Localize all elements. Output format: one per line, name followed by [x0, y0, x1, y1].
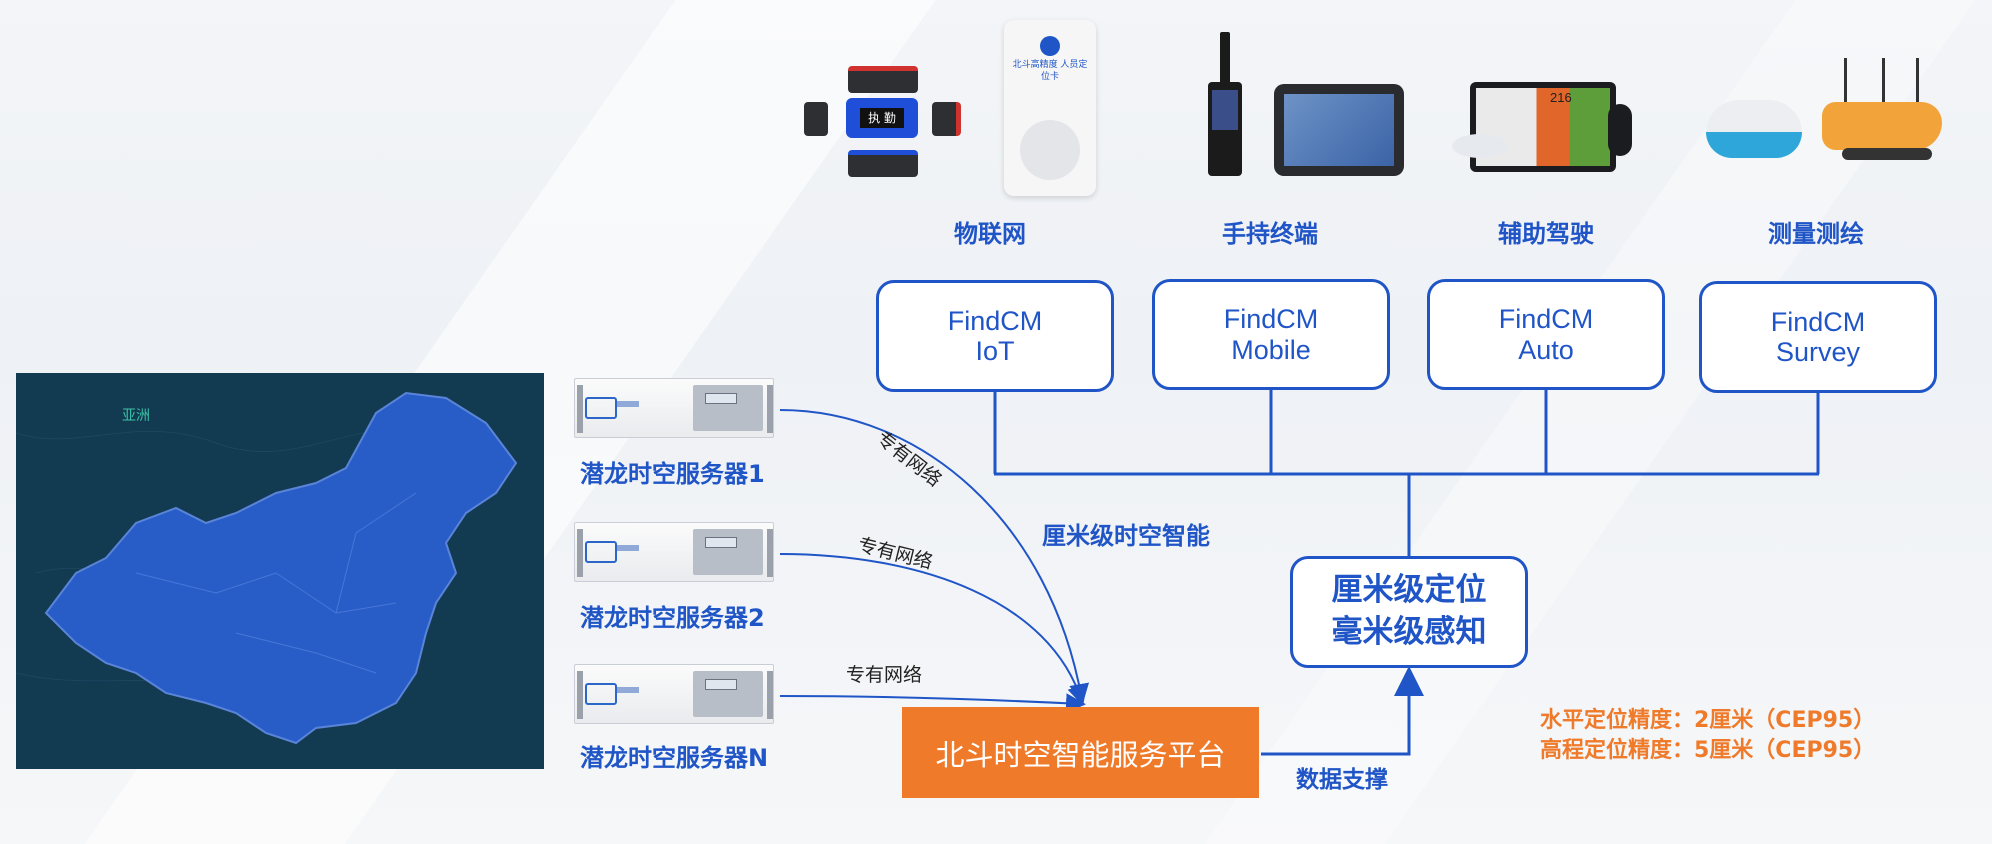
- map-region-label: 亚洲: [122, 408, 150, 424]
- category-auto: 辅助驾驶: [1498, 220, 1594, 248]
- vertical-accuracy: 高程定位精度：5厘米（CEP95）: [1540, 738, 1876, 763]
- server-2-label: 潜龙时空服务器2: [580, 604, 765, 632]
- iot-badge-devices: 执 勤: [804, 64, 961, 177]
- card-title: 北斗高精度 人员定位卡: [1012, 60, 1088, 82]
- center-line1: 厘米级定位: [1331, 572, 1487, 609]
- findcm-survey-box: FindCM Survey: [1699, 281, 1937, 393]
- findcm-auto-box: FindCM Auto: [1427, 279, 1665, 390]
- auto-steering-display: 216: [1470, 82, 1616, 172]
- findcm-mobile-box: FindCM Mobile: [1152, 279, 1390, 390]
- personnel-locator-card: 北斗高精度 人员定位卡: [1004, 20, 1096, 196]
- findcm-iot-box: FindCM IoT: [876, 280, 1114, 392]
- findcm-survey-line1: FindCM: [1770, 306, 1866, 337]
- server-1-image: [574, 378, 774, 438]
- horizontal-accuracy: 水平定位精度：2厘米（CEP95）: [1540, 708, 1876, 733]
- display-value: 216: [1550, 90, 1572, 105]
- server-n-label: 潜龙时空服务器N: [580, 744, 769, 772]
- findcm-mobile-line1: FindCM: [1223, 304, 1319, 335]
- category-survey: 测量测绘: [1768, 220, 1864, 248]
- findcm-auto-line2: Auto: [1518, 334, 1574, 365]
- findcm-iot-line1: FindCM: [947, 305, 1043, 336]
- center-positioning-box: 厘米级定位 毫米级感知: [1290, 556, 1528, 668]
- auto-steering-antenna: [1452, 128, 1508, 168]
- center-line2: 毫米级感知: [1331, 614, 1487, 650]
- china-map-shape: [16, 391, 518, 745]
- server-2-image: [574, 522, 774, 582]
- findcm-survey-line2: Survey: [1775, 337, 1861, 367]
- findcm-auto-line1: FindCM: [1498, 304, 1594, 335]
- category-handheld: 手持终端: [1222, 220, 1318, 248]
- server-1-label: 潜龙时空服务器1: [580, 460, 765, 488]
- survey-boat: [1822, 58, 1942, 166]
- middle-label: 厘米级时空智能: [1042, 522, 1210, 550]
- handheld-tablet: [1274, 84, 1404, 176]
- auto-steering-knob: [1608, 104, 1632, 156]
- network-label-3: 专有网络: [846, 664, 923, 686]
- findcm-iot-line2: IoT: [975, 336, 1015, 366]
- platform-box: 北斗时空智能服务平台: [902, 707, 1259, 798]
- findcm-mobile-line2: Mobile: [1231, 334, 1311, 365]
- data-support-label: 数据支撑: [1296, 767, 1388, 793]
- badge-display: 执 勤: [860, 108, 904, 128]
- gnss-receiver: [1706, 100, 1802, 162]
- server-n-image: [574, 664, 774, 724]
- category-iot: 物联网: [954, 220, 1026, 248]
- china-map: 亚洲: [16, 373, 544, 769]
- handheld-phone: [1206, 32, 1242, 176]
